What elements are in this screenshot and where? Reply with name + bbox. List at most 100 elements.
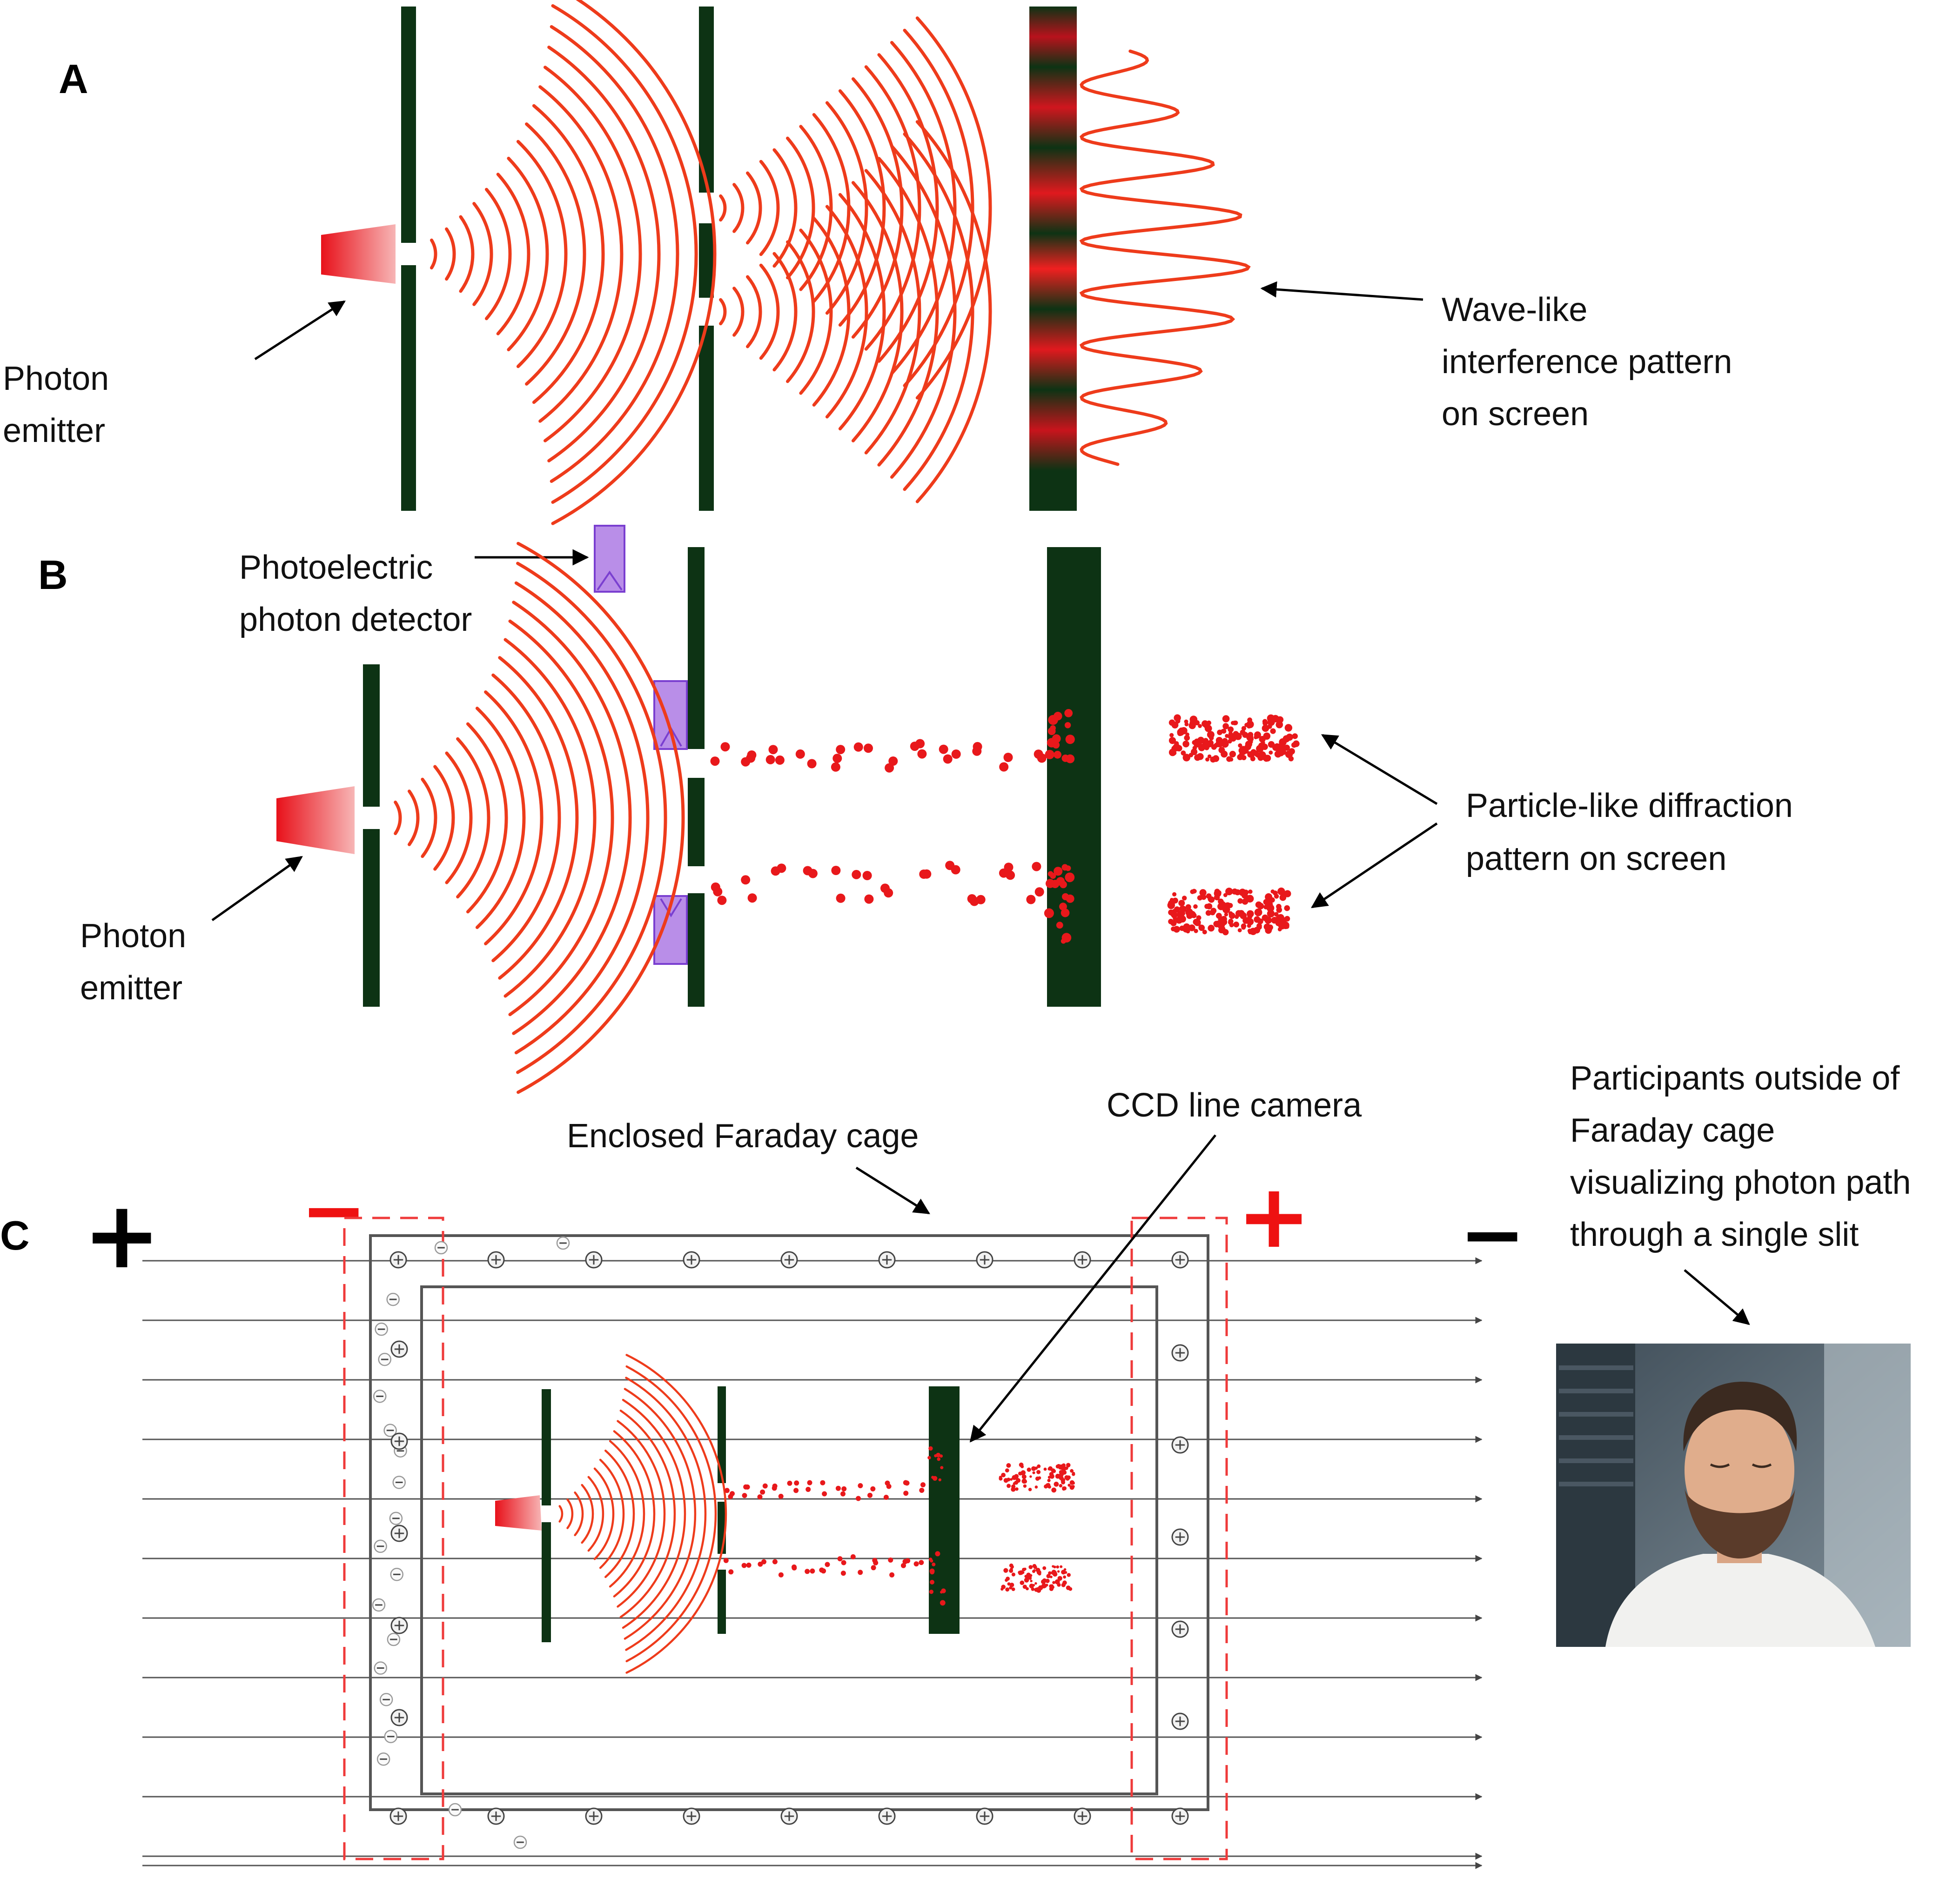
- photon-dot: [746, 753, 756, 763]
- photon-dot: [884, 888, 893, 898]
- photon-dot: [1182, 754, 1190, 762]
- photon-dot: [1193, 904, 1198, 909]
- photon-dot: [940, 1466, 944, 1470]
- photon-dot: [1030, 1579, 1033, 1583]
- photon-dot: [1011, 1587, 1015, 1592]
- photon-dot: [1059, 1576, 1062, 1579]
- photon-dot: [922, 869, 932, 879]
- photon-dot: [1023, 1479, 1027, 1484]
- wavefront-arc: [877, 53, 939, 363]
- photon-dot: [1265, 925, 1272, 933]
- photon-dot: [939, 744, 948, 754]
- wavefront-arc: [622, 1398, 686, 1629]
- emitter-label-a-line2: emitter: [3, 412, 105, 449]
- pattern-arrow-b-top: [1321, 734, 1438, 805]
- wavefront-arc: [903, 28, 974, 388]
- right-outer-sign: −: [1459, 1189, 1525, 1281]
- wavefront-arc: [609, 1440, 645, 1588]
- wavefront-arc: [812, 217, 851, 407]
- photon-dot: [723, 1558, 729, 1563]
- photon-dot: [1045, 749, 1054, 759]
- wavefront-arc: [593, 1467, 615, 1560]
- photon-dot: [1283, 744, 1290, 751]
- photon-dot: [1265, 893, 1273, 901]
- photon-dot: [724, 1488, 730, 1493]
- photon-dot: [1262, 719, 1268, 724]
- photon-dot: [803, 866, 812, 876]
- photon-dot: [1254, 751, 1259, 756]
- photon-dot: [1238, 747, 1246, 755]
- photon-dot: [728, 1569, 734, 1575]
- photon-dot: [886, 1484, 892, 1489]
- photon-dot: [1067, 1484, 1071, 1487]
- wavefront-arc: [430, 238, 437, 270]
- photon-dot: [1174, 714, 1181, 722]
- photon-dot: [943, 754, 953, 764]
- photon-dot: [1284, 890, 1291, 897]
- cage-double-slit-bottom: [718, 1570, 726, 1634]
- photon-emitter-icon: [495, 1495, 542, 1531]
- wavefront-arc: [581, 1484, 594, 1544]
- double-slit-barrier-middle-b: [688, 778, 705, 866]
- double-slit-barrier-middle: [699, 223, 714, 298]
- wavefront-arc: [456, 737, 490, 899]
- photon-dot: [1207, 754, 1212, 759]
- photon-dot: [1028, 1488, 1032, 1491]
- panel-c-letter: C: [0, 1212, 30, 1258]
- photon-dot: [1184, 719, 1188, 724]
- photon-dot: [917, 749, 927, 759]
- photon-dot: [1262, 743, 1268, 750]
- wavefront-arc: [538, 85, 624, 423]
- photon-particles-b: [710, 709, 1300, 944]
- photon-dot: [1061, 1583, 1066, 1587]
- pattern-arrow-a: [1260, 281, 1423, 301]
- photon-dot: [743, 1484, 749, 1490]
- photon-dot: [794, 1480, 799, 1486]
- detector-label-line2: photon detector: [239, 601, 472, 638]
- left-inner-sign: −: [301, 1164, 367, 1257]
- photon-dot: [1207, 731, 1215, 739]
- photon-dot: [1241, 925, 1246, 930]
- photon-dot: [746, 1562, 752, 1568]
- detection-screen: [1047, 547, 1101, 1007]
- photon-dot: [1041, 1581, 1044, 1584]
- photon-dot: [1061, 908, 1070, 917]
- photon-dot: [1010, 1478, 1013, 1481]
- photon-dot: [795, 749, 805, 759]
- photon-dot: [931, 1476, 934, 1479]
- photon-dot: [901, 1563, 906, 1568]
- photon-dot: [841, 1486, 847, 1491]
- photon-dot: [1248, 889, 1253, 894]
- photon-dot: [1189, 716, 1198, 723]
- photon-dot: [1237, 928, 1242, 932]
- photon-dot: [1047, 1478, 1051, 1482]
- photon-dot: [1051, 1487, 1057, 1493]
- participant-photo: [1556, 1344, 1911, 1647]
- photon-dot: [1014, 1474, 1019, 1478]
- photon-dot: [1205, 757, 1209, 762]
- photon-dot: [762, 1483, 768, 1489]
- photon-dot: [1054, 1481, 1059, 1487]
- photon-dot: [1005, 1578, 1008, 1582]
- photon-dot: [1050, 725, 1056, 731]
- wavefront-arc: [759, 263, 780, 360]
- photon-dot: [1169, 733, 1174, 737]
- photon-dot: [1048, 715, 1058, 725]
- photon-dot: [888, 756, 898, 766]
- wavefront-arc: [617, 1420, 666, 1608]
- wavefront-arc: [512, 601, 632, 1035]
- photon-dot: [810, 1568, 815, 1574]
- photon-dot: [864, 743, 873, 753]
- wavefront-arc: [825, 205, 868, 419]
- photon-dot: [1220, 904, 1225, 910]
- photon-dot: [864, 894, 874, 904]
- double-slit-barrier-bottom: [699, 326, 714, 511]
- single-slit-barrier-bottom: [401, 265, 416, 511]
- photon-dot: [1001, 1472, 1006, 1478]
- wavefront-arc: [625, 1365, 717, 1663]
- photon-dot: [1258, 752, 1265, 759]
- photon-detector-icon: [653, 895, 688, 965]
- photon-dot: [1023, 1567, 1027, 1571]
- wavefront-arc: [459, 215, 475, 293]
- photon-dot: [742, 1493, 747, 1498]
